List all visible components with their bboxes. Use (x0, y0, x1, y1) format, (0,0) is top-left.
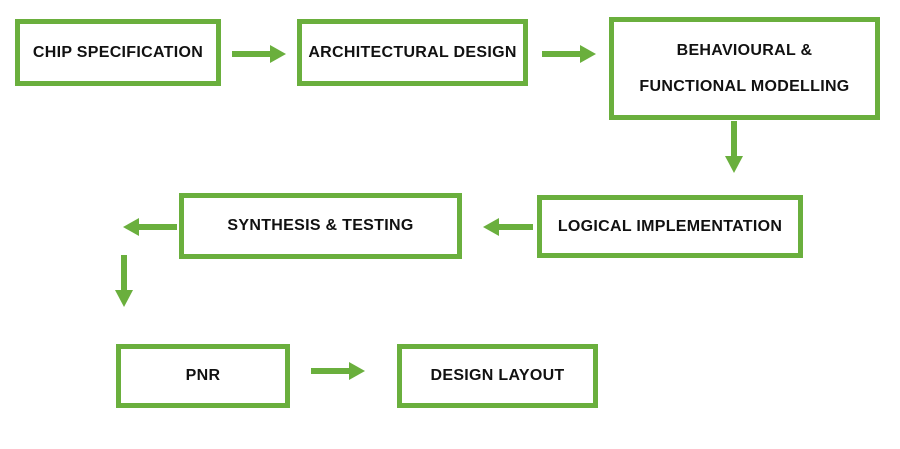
step-chip-specification: CHIP SPECIFICATION (15, 19, 221, 86)
arrow-down-icon (115, 255, 133, 307)
step-label: CHIP SPECIFICATION (32, 43, 204, 61)
step-design-layout: DESIGN LAYOUT (397, 344, 598, 408)
arrow-right-icon (232, 45, 286, 63)
step-label: SYNTHESIS & TESTING (227, 217, 414, 234)
step-label: PNR (185, 367, 221, 384)
arrow-down-icon (725, 121, 743, 173)
step-behavioural-functional-modelling: BEHAVIOURAL & FUNCTIONAL MODELLING (609, 17, 880, 120)
step-synthesis-testing: SYNTHESIS & TESTING (179, 193, 462, 259)
step-label: BEHAVIOURAL & FUNCTIONAL MODELLING (639, 41, 850, 95)
step-label: ARCHITECTURAL DESIGN (308, 43, 517, 61)
arrow-left-icon (483, 218, 533, 236)
step-architectural-design: ARCHITECTURAL DESIGN (297, 19, 528, 86)
arrow-right-icon (542, 45, 596, 63)
step-logical-implementation: LOGICAL IMPLEMENTATION (537, 195, 803, 258)
step-label: LOGICAL IMPLEMENTATION (557, 217, 783, 235)
arrow-left-icon (123, 218, 177, 236)
arrow-right-icon (311, 362, 365, 380)
step-pnr: PNR (116, 344, 290, 408)
step-label: DESIGN LAYOUT (430, 367, 565, 384)
